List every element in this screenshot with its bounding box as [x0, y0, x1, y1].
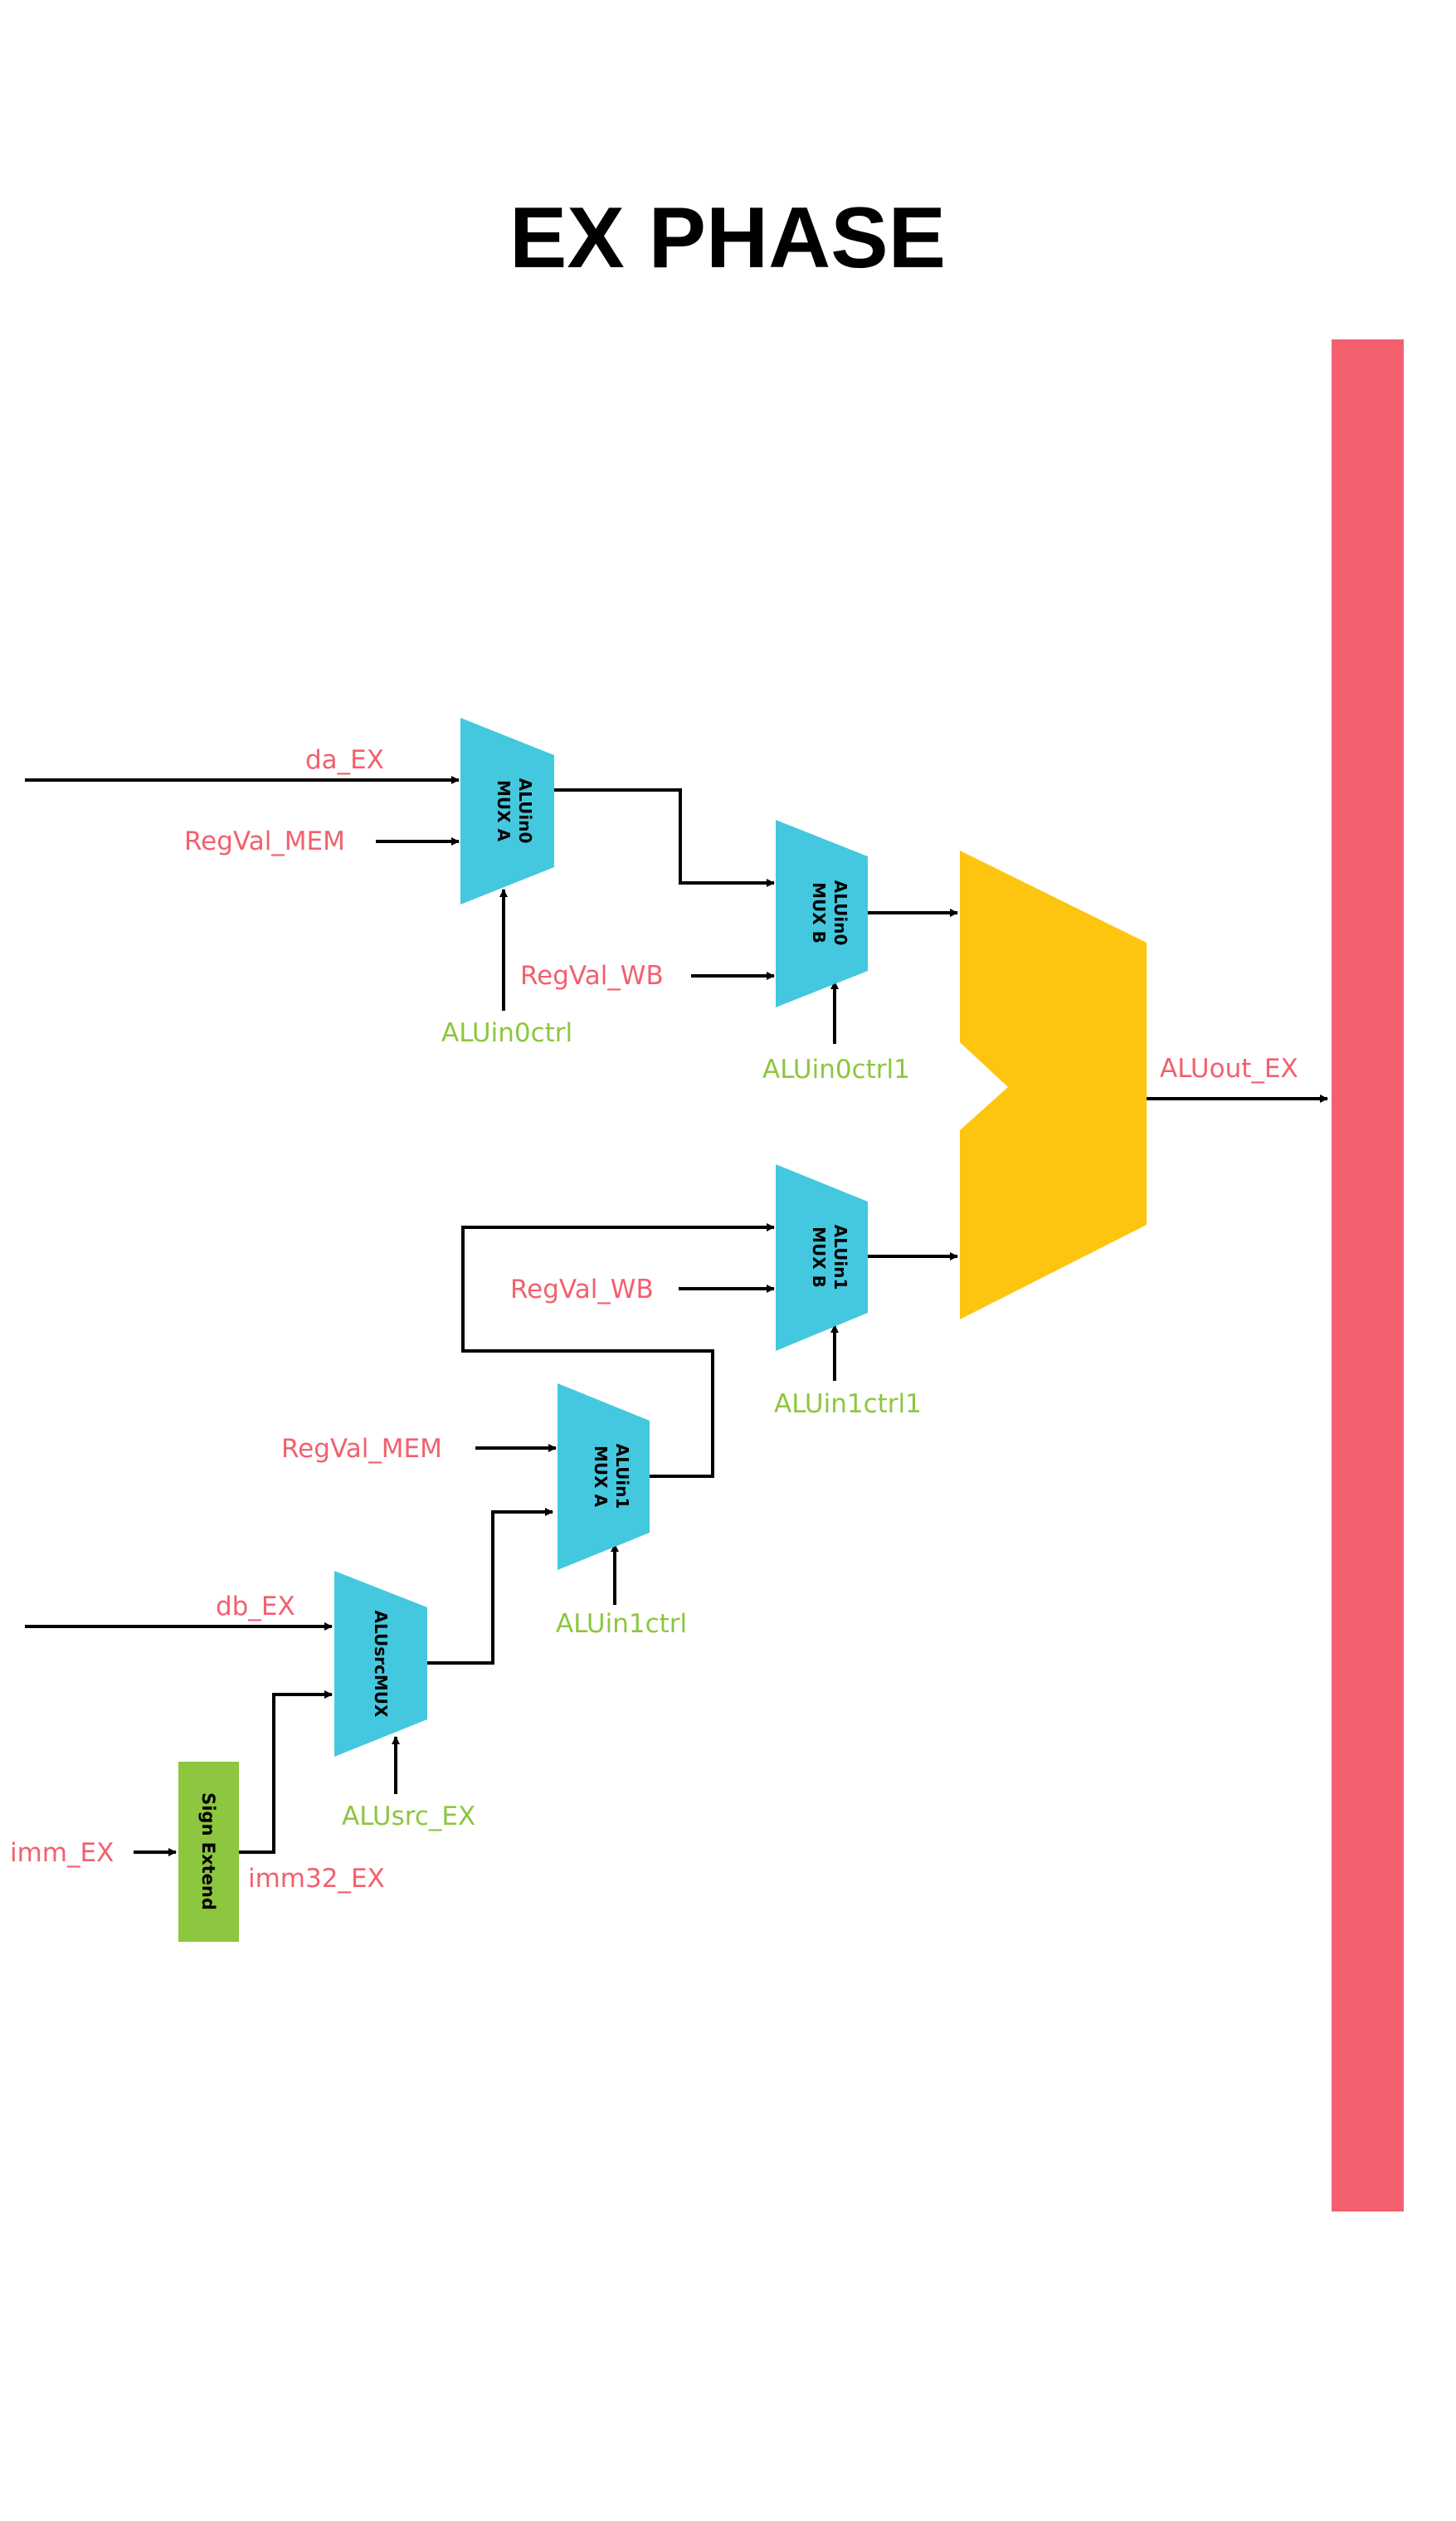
- signal-aluin0ctrl1: ALUin0ctrl1: [762, 1055, 910, 1085]
- alu-in0-mux-a-label-1: ALUin0: [515, 778, 535, 844]
- alu-in0-mux-b-label-2: MUX B: [809, 882, 829, 944]
- signal-alusrc-ex: ALUsrc_EX: [342, 1802, 475, 1831]
- sign-extend-block: Sign Extend: [178, 1762, 239, 1942]
- alusrc-mux-label: ALUsrcMUX: [371, 1611, 391, 1719]
- signal-aluin1ctrl1: ALUin1ctrl1: [774, 1389, 922, 1419]
- signal-imm32-ex: imm32_EX: [248, 1864, 385, 1894]
- signal-aluout-ex: ALUout_EX: [1160, 1054, 1298, 1084]
- page-title: EX PHASE: [509, 190, 946, 286]
- signal-db-ex: db_EX: [216, 1592, 295, 1621]
- wire-alusrc-to-in1-a: [427, 1508, 553, 1665]
- signal-regval-wb-top: RegVal_WB: [520, 961, 664, 991]
- signal-regval-wb-bottom: RegVal_WB: [510, 1275, 654, 1304]
- alu-in0-mux-a-label-2: MUX A: [494, 780, 514, 842]
- alu-in0-mux-b: ALUin0 MUX B: [776, 820, 868, 1007]
- signal-imm-ex: imm_EX: [10, 1838, 114, 1868]
- wire-in0-a-to-b: [554, 788, 775, 887]
- alu-in1-mux-b-label-2: MUX B: [809, 1226, 829, 1288]
- signal-regval-mem-bottom: RegVal_MEM: [281, 1434, 442, 1464]
- wire-in1-a-to-b: [461, 1223, 775, 1478]
- alusrc-mux: ALUsrcMUX: [334, 1571, 427, 1757]
- sign-extend-label: Sign Extend: [198, 1792, 218, 1910]
- signal-aluin1ctrl: ALUin1ctrl: [556, 1609, 687, 1639]
- wire-imm32-ex: [239, 1690, 333, 1854]
- signal-da-ex: da_EX: [305, 745, 384, 775]
- alu-in1-mux-a: ALUin1 MUX A: [558, 1383, 650, 1570]
- alu-in1-mux-b: ALUin1 MUX B: [776, 1164, 868, 1351]
- alu-block: [960, 851, 1147, 1319]
- signal-aluin0ctrl: ALUin0ctrl: [441, 1018, 572, 1048]
- signal-regval-mem-top: RegVal_MEM: [184, 827, 345, 856]
- alu-in0-mux-a: ALUin0 MUX A: [460, 718, 554, 905]
- alu-in0-mux-b-label-1: ALUin0: [830, 880, 850, 946]
- alu-in1-mux-b-label-1: ALUin1: [830, 1225, 850, 1290]
- pipeline-register-bar: [1332, 339, 1404, 2211]
- alu-in1-mux-a-label-1: ALUin1: [612, 1444, 632, 1509]
- alu-in1-mux-a-label-2: MUX A: [591, 1446, 611, 1508]
